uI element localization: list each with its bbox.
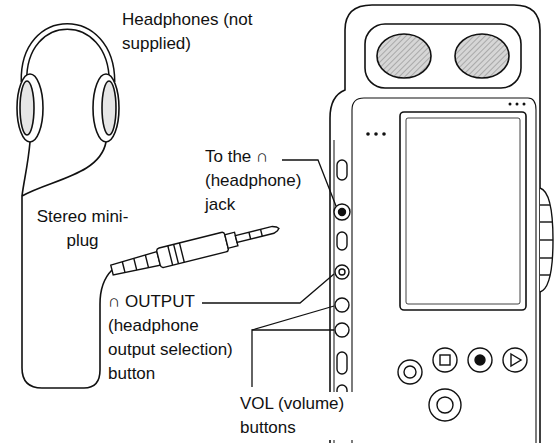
stereo-mini-plug — [249, 232, 251, 239]
side-wheel — [540, 188, 553, 292]
headphones — [24, 27, 112, 83]
headphones — [93, 74, 119, 142]
side-wheel — [540, 274, 550, 275]
leader-line — [202, 274, 334, 303]
recorder — [400, 112, 526, 310]
stereo-mini-plug — [110, 252, 160, 277]
stereo-mini-plug — [122, 262, 125, 273]
indicator-dots — [382, 132, 386, 136]
stereo-mini-plug — [110, 219, 282, 280]
front-buttons — [475, 355, 485, 365]
front-buttons — [503, 348, 527, 372]
side-wheel — [540, 221, 552, 222]
recorder — [455, 34, 509, 78]
side-buttons — [337, 232, 347, 250]
indicator-dots — [366, 132, 370, 136]
stereo-mini-plug — [179, 243, 184, 262]
stereo-mini-plug — [156, 232, 229, 268]
stereo-mini-plug — [235, 225, 279, 242]
part-label: Stereo mini-plug — [35, 205, 130, 253]
front-buttons — [398, 348, 527, 421]
front-buttons — [511, 354, 521, 366]
leader-line — [252, 330, 334, 387]
stereo-mini-plug — [174, 244, 179, 263]
indicator-dots — [509, 103, 512, 106]
front-buttons — [433, 348, 457, 372]
stereo-mini-plug — [261, 229, 263, 236]
recorder — [330, 5, 540, 443]
indicator-dots — [366, 103, 525, 136]
indicator-dots — [374, 132, 378, 136]
product-label: Headphones (not supplied) — [122, 8, 282, 56]
indicator-dots — [523, 103, 526, 106]
headphone-cord — [22, 142, 106, 196]
front-buttons — [404, 366, 416, 378]
recorder — [330, 5, 540, 443]
front-buttons — [429, 389, 461, 421]
stereo-mini-plug — [134, 258, 137, 270]
side-wheel — [540, 257, 552, 258]
front-buttons — [440, 355, 450, 365]
headphones — [17, 27, 119, 143]
side-buttons — [335, 265, 349, 279]
headphones — [102, 81, 116, 135]
leader-line — [252, 306, 334, 330]
side-buttons — [337, 160, 347, 180]
part-label: ∩ OUTPUT (headphone output selection) bu… — [108, 290, 243, 386]
stereo-mini-plug — [145, 255, 148, 268]
side-buttons — [337, 352, 347, 374]
side-buttons — [339, 209, 346, 216]
side-wheel — [540, 188, 553, 292]
headphones — [20, 81, 34, 135]
front-buttons — [468, 348, 492, 372]
side-buttons — [335, 298, 349, 312]
headphone-cord — [22, 142, 112, 388]
headphones — [17, 74, 43, 142]
part-label: VOL (volume) buttons — [240, 392, 390, 440]
side-buttons — [339, 269, 345, 275]
part-label: To the ∩ (headphone) jack — [205, 145, 317, 217]
side-buttons — [335, 323, 349, 337]
recorder — [365, 24, 521, 88]
side-wheel — [540, 204, 550, 205]
indicator-dots — [516, 103, 519, 106]
front-buttons — [437, 397, 453, 413]
front-buttons — [398, 360, 422, 384]
headphone-cord — [22, 142, 30, 196]
headphones — [24, 27, 112, 83]
side-wheel — [540, 239, 553, 240]
side-buttons — [334, 160, 350, 407]
stereo-mini-plug — [168, 246, 173, 265]
side-buttons — [334, 204, 350, 220]
recorder — [377, 34, 431, 78]
recorder — [406, 118, 520, 304]
